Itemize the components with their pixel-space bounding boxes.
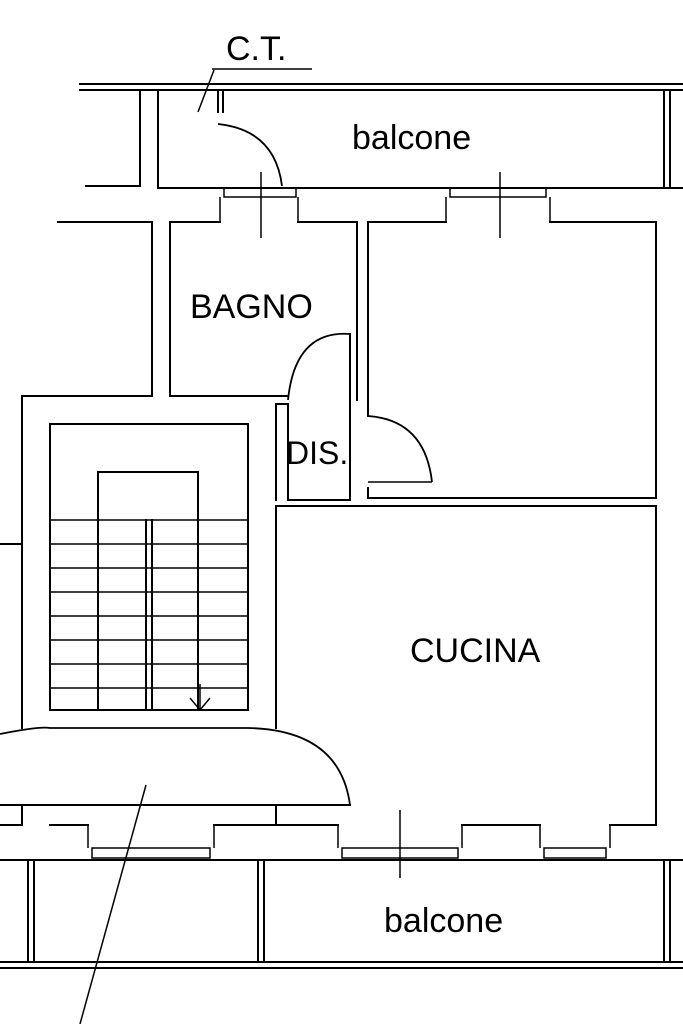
bagno-walls [169, 221, 358, 405]
left-walls [0, 221, 153, 826]
bagno-door-swing [287, 332, 351, 401]
cucina-walls [275, 505, 657, 826]
bottom-balcony-walls [0, 859, 683, 969]
stairwell [49, 423, 249, 712]
landing [0, 726, 351, 1024]
ct-label: C.T. [226, 30, 286, 68]
right-room-walls [367, 221, 657, 499]
balcone-bottom-label: balcone [384, 902, 503, 940]
bottom-windows [49, 810, 611, 878]
dis-label: DIS. [286, 435, 348, 471]
balcone-top-label: balcone [352, 119, 471, 157]
top-windows [219, 172, 551, 238]
cucina-label: CUCINA [410, 632, 541, 670]
bagno-label: BAGNO [190, 288, 313, 326]
room-door-swing [367, 415, 433, 483]
dis-walls [275, 403, 351, 501]
